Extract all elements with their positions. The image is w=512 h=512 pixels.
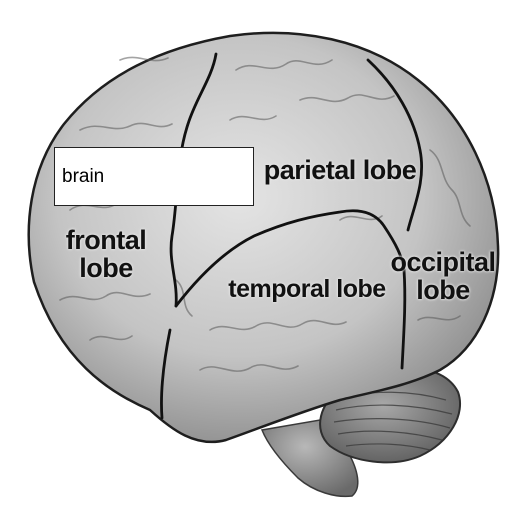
occipital-label-line1: occipital [390, 247, 496, 277]
cerebrum [27, 31, 500, 444]
lateral-fissure [174, 209, 406, 308]
answer-label-text: brain [62, 165, 105, 187]
parietal-label-text: parietal lobe [263, 155, 417, 185]
answer-label-box[interactable]: brain [54, 147, 254, 206]
label-temporal-lobe: temporal lobe [222, 276, 392, 302]
temporal-occipital-line [400, 268, 407, 370]
occipital-label-line2: lobe [416, 275, 470, 306]
label-occipital-lobe: occipital lobe [390, 248, 496, 305]
label-frontal-lobe: frontal lobe [58, 226, 154, 283]
parieto-occipital-line [366, 58, 424, 232]
temporal-label-text: temporal lobe [228, 275, 386, 303]
temporal-lower-line [160, 328, 172, 420]
frontal-label-line1: frontal [65, 225, 147, 255]
label-parietal-lobe: parietal lobe [262, 156, 418, 184]
frontal-label-line2: lobe [79, 253, 133, 284]
